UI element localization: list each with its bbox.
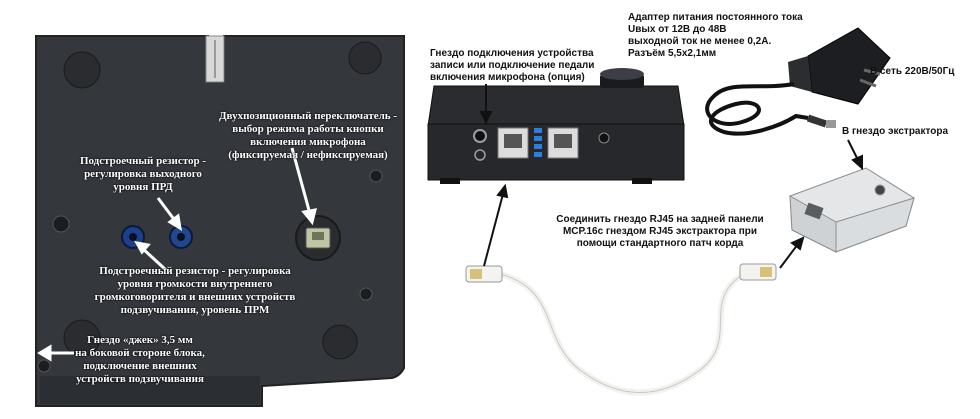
rubber-foot	[63, 319, 101, 357]
rubber-foot	[63, 51, 101, 89]
led-indicators	[534, 128, 542, 157]
label-record-jack: Гнездо подключения устройства записи или…	[430, 48, 595, 83]
label-side-jack: Гнездо «джек» 3,5 мм на боковой стороне …	[75, 334, 205, 385]
screw	[37, 359, 51, 373]
screw	[52, 215, 70, 233]
arrow-to-prm-resistor	[134, 240, 168, 272]
arrow-patch-to-extractor	[779, 236, 805, 269]
label-extractor-socket: В гнездо экстрактора	[842, 126, 949, 137]
power-socket	[598, 132, 610, 144]
power-adapter	[788, 27, 891, 105]
screw	[359, 287, 373, 301]
rj45-plug-right	[739, 263, 777, 281]
label-power-adapter: Адаптер питания постоянного тока Uвых от…	[628, 12, 803, 59]
screw	[369, 169, 383, 183]
label-prm-resistor: Подстроечный резистор - регулировка уров…	[94, 265, 296, 316]
adapter-cable	[705, 82, 809, 136]
arrow-adapter-to-extractor	[847, 139, 863, 171]
extractor-rj45-socket	[804, 202, 824, 220]
label-prd-resistor: Подстроечный резистор - регулировка выхо…	[79, 155, 207, 193]
arrow-to-prd-resistor	[156, 197, 183, 231]
label-mains: В сеть 220В/50Гц	[870, 66, 955, 77]
arrow-to-record-jack	[479, 84, 493, 125]
arrow-to-side-jack	[37, 344, 74, 362]
label-mode-switch: Двухпозиционный переключатель - выбор ре…	[218, 110, 398, 161]
patch-cord	[499, 271, 746, 396]
arrow-to-switch	[290, 147, 318, 226]
label-rj45-connection: Соединить гнездо RJ45 на задней панели М…	[556, 214, 764, 249]
record-jack	[473, 129, 487, 143]
poe-extractor	[789, 167, 915, 253]
rubber-foot	[322, 324, 358, 360]
rubber-foot	[348, 41, 382, 75]
arrow-patch-to-device	[483, 183, 509, 267]
device-rear-panel	[427, 68, 685, 184]
device-bottom-illustration	[35, 35, 405, 407]
extractor-dc-socket	[874, 184, 886, 196]
rj45-plug-left	[465, 265, 503, 283]
